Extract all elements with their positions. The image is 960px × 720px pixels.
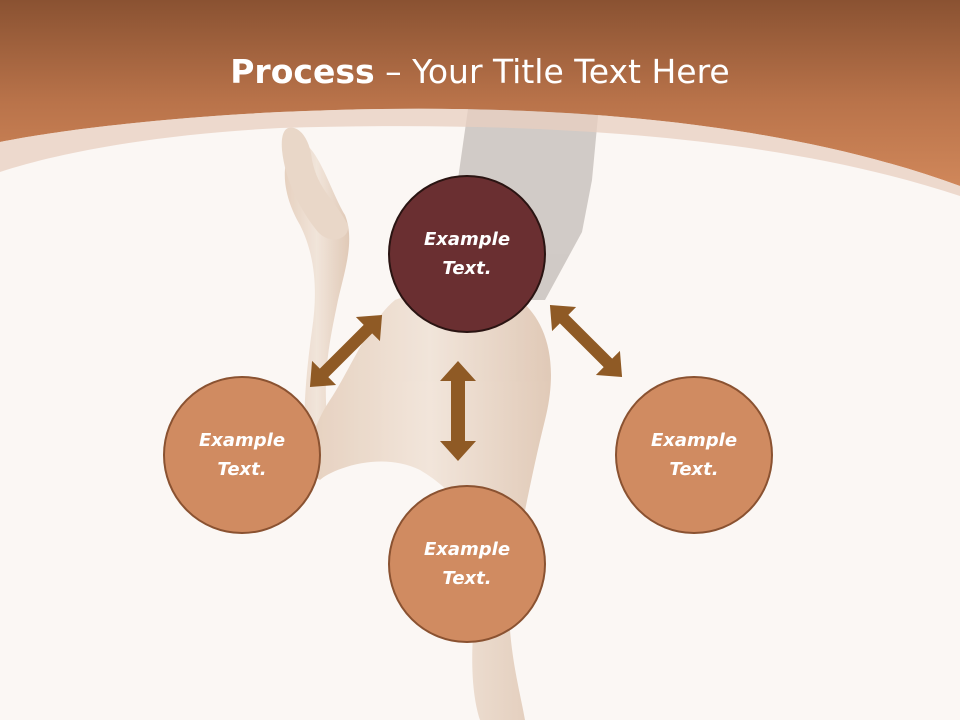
- title-rest: – Your Title Text Here: [374, 52, 730, 91]
- dancer-foot: [281, 127, 349, 240]
- left-node-label: Example Text.: [198, 430, 286, 480]
- bottom-node-label: Example Text.: [423, 539, 511, 589]
- left-node: Example Text.: [163, 376, 321, 534]
- header-band: [0, 0, 960, 186]
- title-strong: Process: [230, 52, 375, 91]
- right-node-label: Example Text.: [650, 430, 738, 480]
- center-node-label: Example Text.: [423, 229, 511, 279]
- header-swoosh: [0, 108, 960, 196]
- center-node: Example Text.: [388, 175, 546, 333]
- slide-title: Process – Your Title Text Here: [0, 52, 960, 91]
- right-node: Example Text.: [615, 376, 773, 534]
- bottom-node: Example Text.: [388, 485, 546, 643]
